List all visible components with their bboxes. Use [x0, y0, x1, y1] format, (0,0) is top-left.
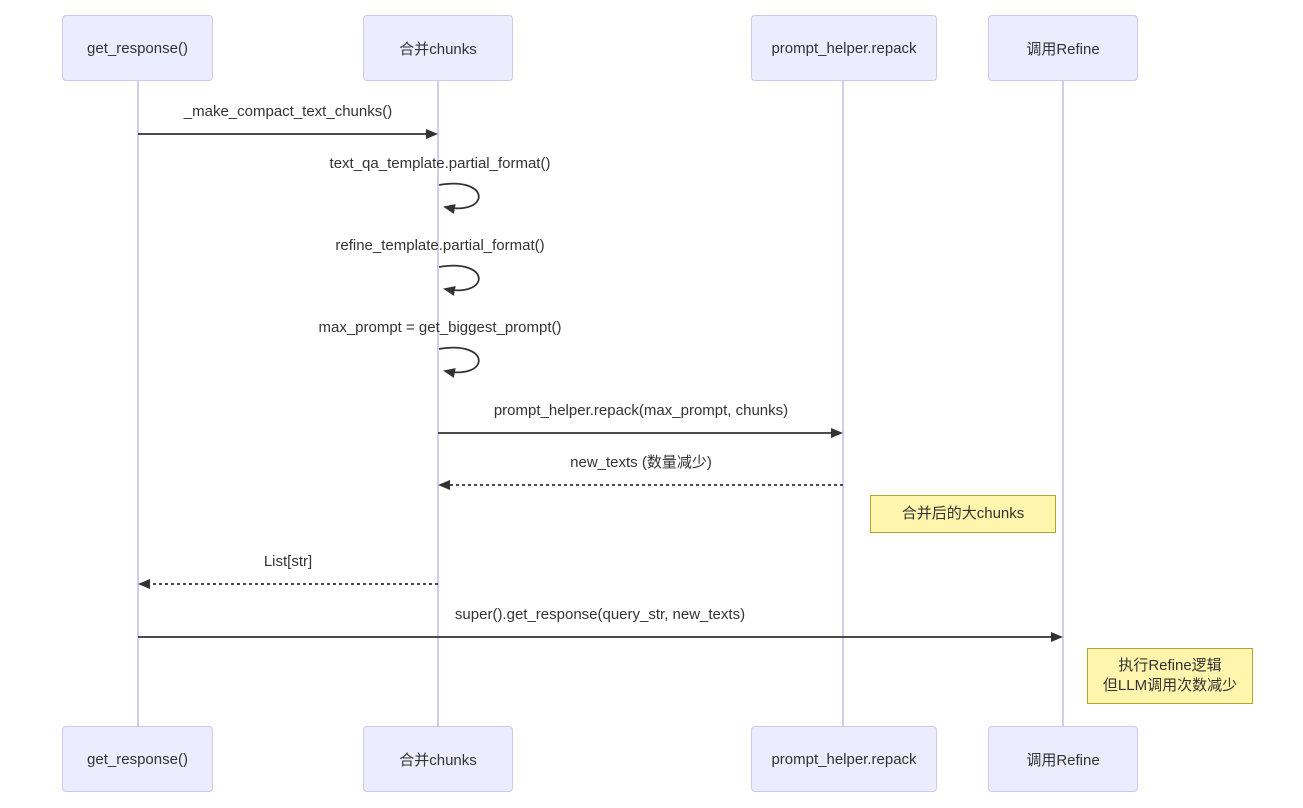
message-label-make-compact-text-chunks: _make_compact_text_chunks() [183, 103, 393, 120]
participant-top-prompt-helper-repack: prompt_helper.repack [751, 15, 937, 81]
message-label-get-biggest-prompt: max_prompt = get_biggest_prompt() [318, 319, 562, 336]
participant-bottom-get-response: get_response() [62, 726, 213, 792]
participant-top-call-refine: 调用Refine [988, 15, 1138, 81]
participant-bottom-merge-chunks: 合并chunks [363, 726, 513, 792]
message-label-new-texts-return: new_texts (数量减少) [570, 454, 712, 471]
participant-bottom-prompt-helper-repack: prompt_helper.repack [751, 726, 937, 792]
note-refine-logic-line2: 但LLM调用次数减少 [1102, 677, 1238, 694]
note-merged-big-chunks: 合并后的大chunks [870, 495, 1056, 533]
self-loop-refine-template [438, 264, 480, 296]
note-merged-big-chunks-line: 合并后的大chunks [901, 505, 1025, 522]
message-label-text-qa-template: text_qa_template.partial_format() [329, 155, 551, 172]
message-label-list-str-return: List[str] [263, 553, 313, 570]
self-loop-text-qa-template [438, 182, 480, 214]
message-label-prompt-helper-repack-call: prompt_helper.repack(max_prompt, chunks) [493, 402, 789, 419]
participant-bottom-call-refine: 调用Refine [988, 726, 1138, 792]
self-loop-get-biggest-prompt [438, 346, 480, 378]
note-refine-logic-line1: 执行Refine逻辑 [1118, 657, 1222, 674]
message-label-refine-template: refine_template.partial_format() [335, 237, 545, 254]
participant-top-get-response: get_response() [62, 15, 213, 81]
note-refine-logic: 执行Refine逻辑 但LLM调用次数减少 [1087, 648, 1253, 704]
participant-top-merge-chunks: 合并chunks [363, 15, 513, 81]
message-label-super-get-response: super().get_response(query_str, new_text… [454, 606, 746, 623]
